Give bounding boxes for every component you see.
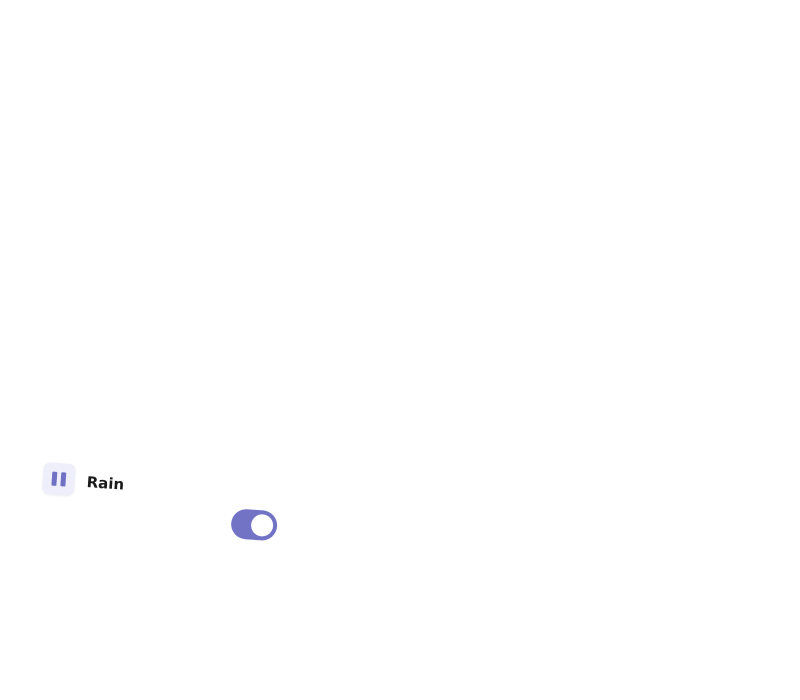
setting-label: Rain [86,473,125,494]
setting-row-rain: Rain [38,462,293,559]
pause-bar-right [60,472,67,487]
rain-toggle[interactable] [230,508,279,542]
toggle-knob [250,513,274,538]
pause-bar-left [51,471,58,486]
pause-icon[interactable] [41,462,76,497]
